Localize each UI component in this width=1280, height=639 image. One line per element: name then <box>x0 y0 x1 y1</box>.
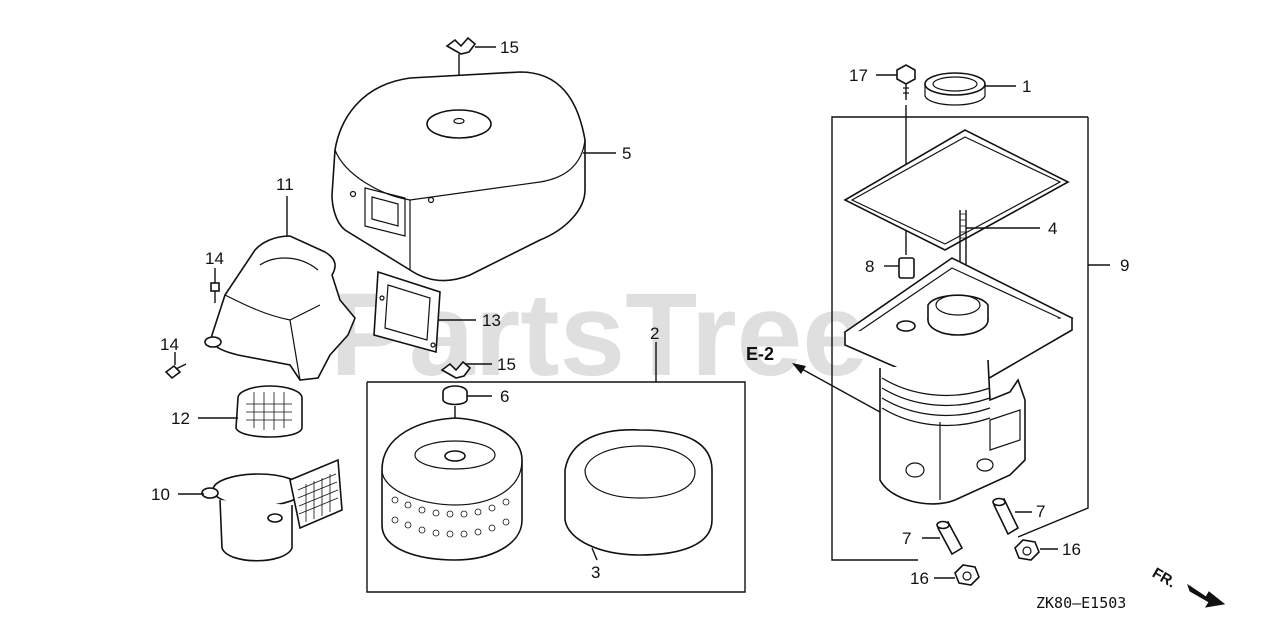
paper-filter-element[interactable] <box>381 417 523 561</box>
leader-lines <box>174 46 1058 579</box>
callout-14-lower: 14 <box>160 335 179 354</box>
nut-16-left[interactable] <box>954 564 980 586</box>
callout-11: 11 <box>276 175 294 194</box>
callout-17: 17 <box>849 66 868 85</box>
element-assembly-bracket <box>366 342 746 593</box>
collar[interactable] <box>898 257 915 279</box>
bolt-14-lower[interactable] <box>164 363 187 380</box>
wing-nut-lower[interactable] <box>440 360 472 379</box>
seal-ring[interactable] <box>924 72 986 106</box>
callout-8: 8 <box>865 257 874 276</box>
gasket[interactable] <box>373 270 441 354</box>
callout-16-right: 16 <box>1062 540 1081 559</box>
callout-4: 4 <box>1048 219 1057 238</box>
callout-14-upper: 14 <box>205 249 224 268</box>
packing-gasket[interactable] <box>843 129 1070 251</box>
filter-holes <box>391 496 510 538</box>
screen-cup[interactable] <box>235 385 303 438</box>
reference-e2: E-2 <box>746 344 774 364</box>
intake-duct[interactable] <box>204 235 356 381</box>
callout-2: 2 <box>650 324 659 343</box>
air-cleaner-cover[interactable] <box>331 71 586 282</box>
callout-3: 3 <box>591 563 600 582</box>
front-arrow-icon <box>1187 583 1226 608</box>
callout-9: 9 <box>1120 256 1129 275</box>
bolt-14-upper[interactable] <box>210 282 220 303</box>
callout-13: 13 <box>482 311 501 330</box>
reference-arrow <box>792 363 881 413</box>
callouts: 15 5 11 14 14 13 2 15 6 12 10 3 17 1 4 9… <box>151 38 1129 588</box>
front-label: FR. <box>1149 565 1178 592</box>
callout-7-left: 7 <box>902 529 911 548</box>
air-cleaner-case-bracket <box>831 116 1110 561</box>
diagram-code: ZK80—E1503 <box>1036 594 1126 612</box>
callout-1: 1 <box>1022 77 1031 96</box>
callout-15-top: 15 <box>500 38 519 57</box>
foam-element[interactable] <box>564 429 713 556</box>
drain-tube-upper[interactable] <box>992 497 1020 536</box>
drain-tube-lower[interactable] <box>936 520 964 556</box>
air-cleaner-case[interactable] <box>843 257 1074 505</box>
callout-5: 5 <box>622 144 631 163</box>
nut-16-right[interactable] <box>1014 539 1040 561</box>
callout-15-lower: 15 <box>497 355 516 374</box>
callout-6: 6 <box>500 387 509 406</box>
air-cleaner-elbow[interactable] <box>201 458 343 562</box>
callout-7-right: 7 <box>1036 502 1045 521</box>
callout-16-left: 16 <box>910 569 929 588</box>
callout-10: 10 <box>151 485 170 504</box>
callout-12: 12 <box>171 409 190 428</box>
